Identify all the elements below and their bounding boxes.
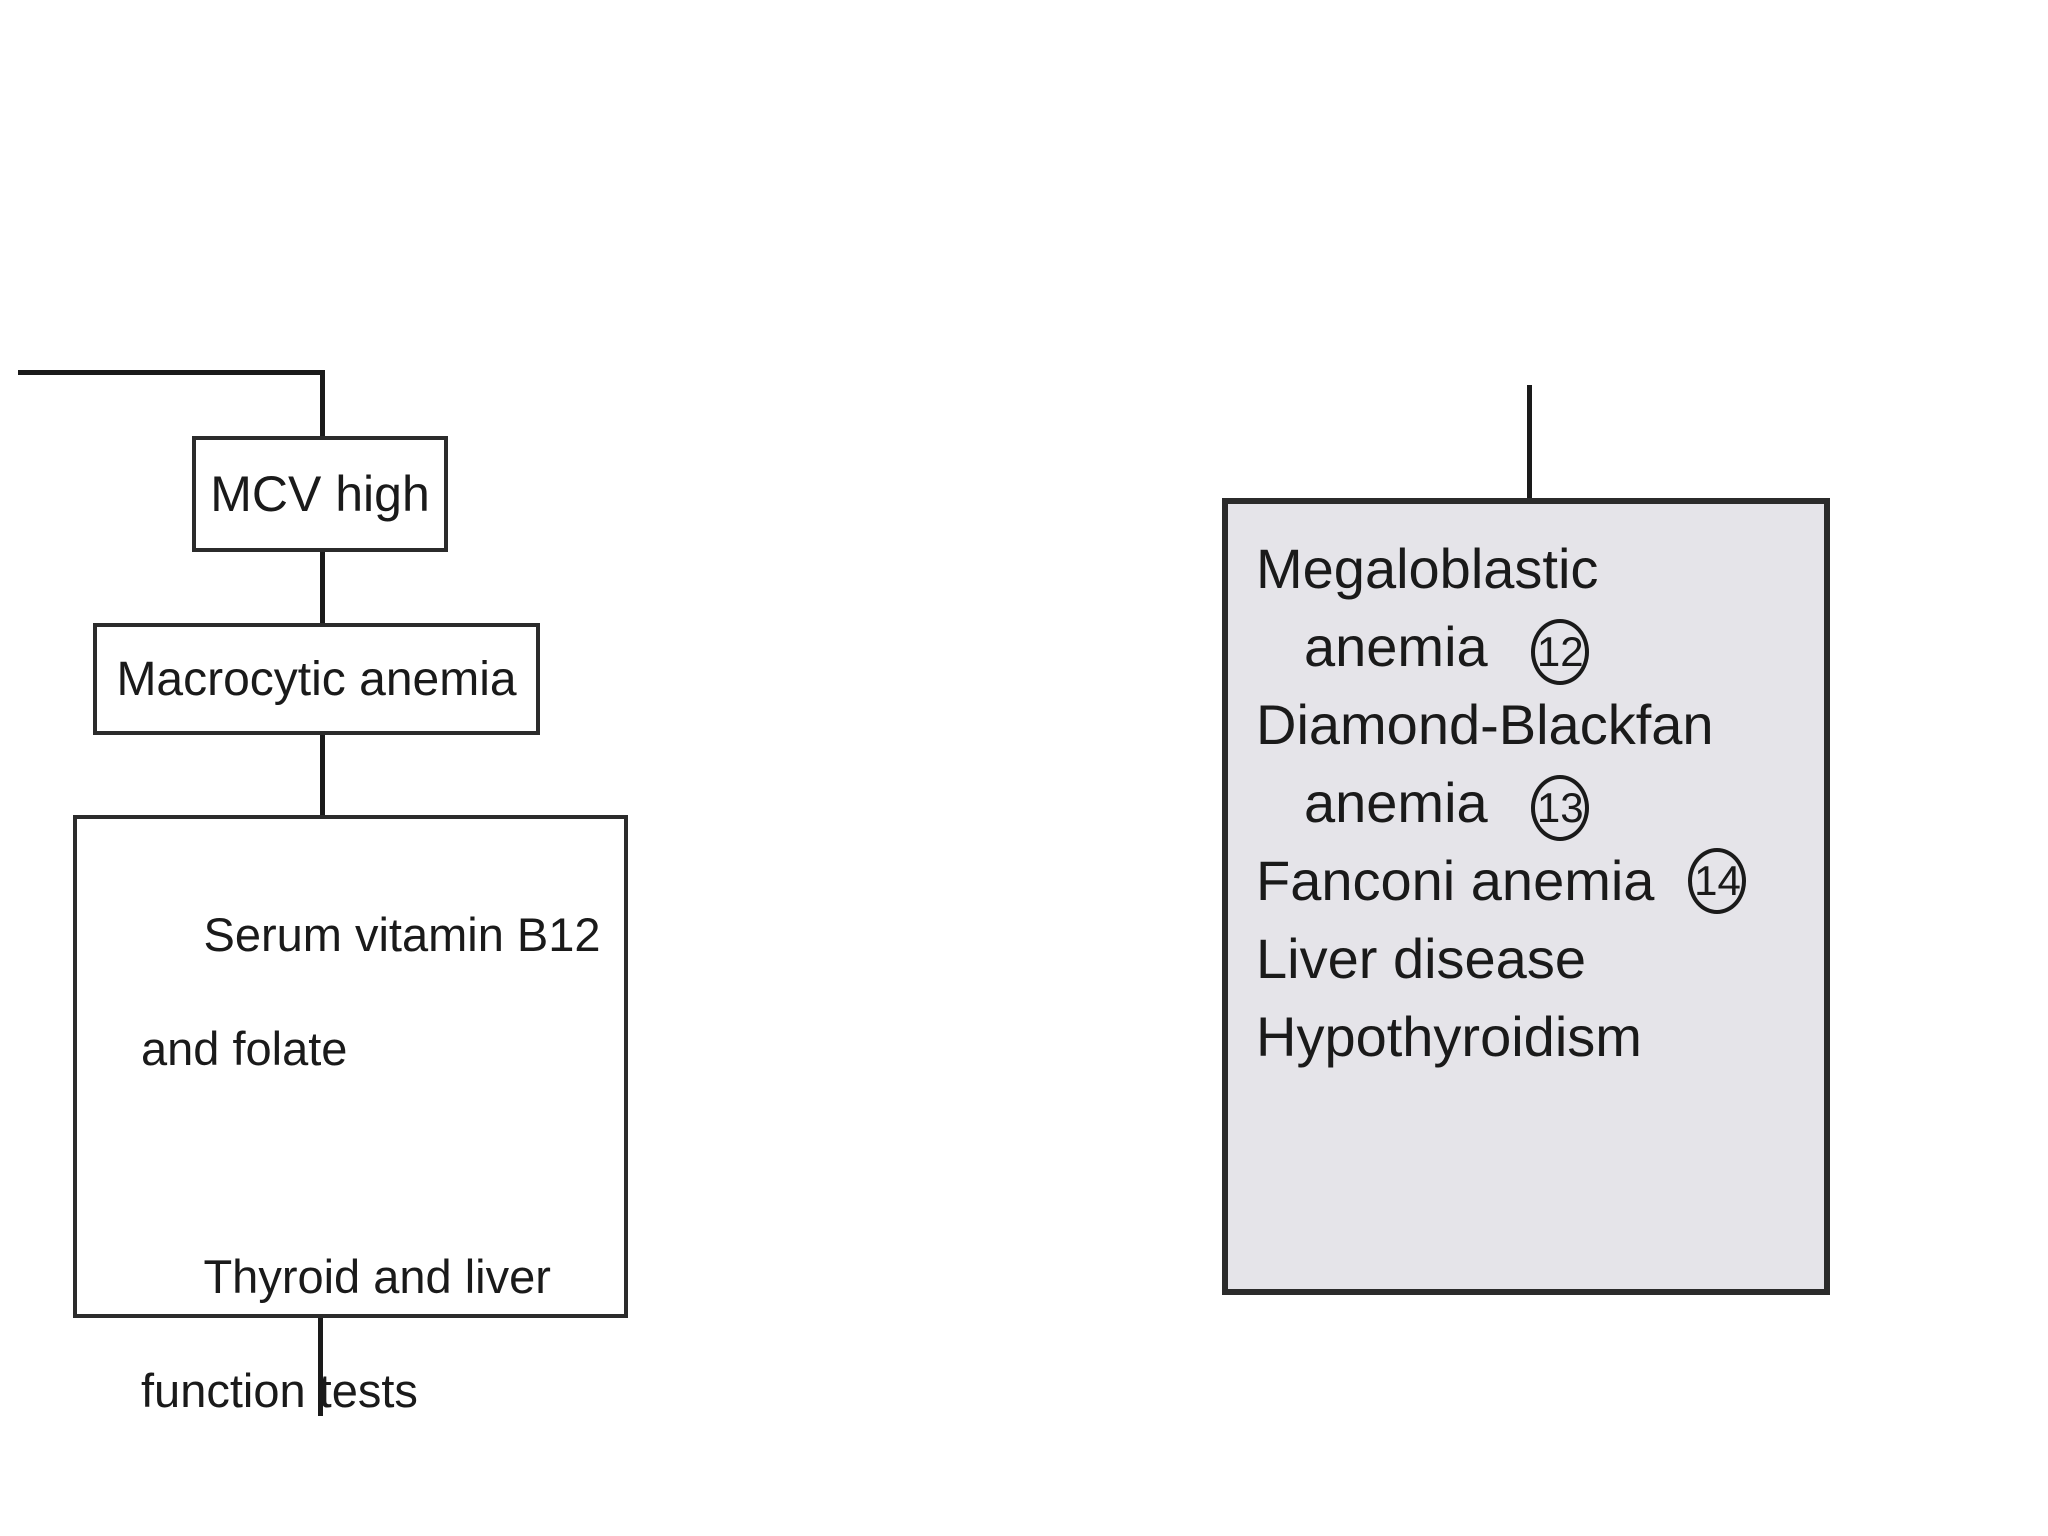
node-mcv-high-label: MCV high bbox=[210, 466, 430, 522]
workup-line-continuation: and folate bbox=[141, 1022, 348, 1075]
dx-label-primary: Megaloblastic bbox=[1256, 537, 1599, 600]
dx-label-primary: Diamond-Blackfan bbox=[1256, 693, 1714, 756]
list-item: Diamond-Blackfan anemia 13 bbox=[1228, 686, 1824, 842]
dx-label-continuation: anemia bbox=[1304, 771, 1488, 834]
connector-macrocytic-to-workup bbox=[320, 732, 325, 819]
dx-label-primary: Fanconi anemia bbox=[1256, 849, 1655, 912]
node-macrocytic-anemia[interactable]: Macrocytic anemia bbox=[93, 623, 540, 735]
dx-continuation-row: anemia 13 bbox=[1256, 764, 1824, 842]
connector-differential-incoming bbox=[1527, 385, 1532, 501]
reference-marker-icon[interactable]: 13 bbox=[1531, 775, 1590, 841]
dx-continuation-row: anemia 12 bbox=[1256, 608, 1824, 686]
list-item: Hypothyroidism bbox=[1228, 998, 1824, 1076]
workup-line-primary: Serum vitamin B12 bbox=[203, 908, 601, 961]
dx-label-continuation: anemia bbox=[1304, 615, 1488, 678]
workup-line-primary: Thyroid and liver bbox=[203, 1250, 551, 1303]
connector-incoming-horizontal bbox=[18, 370, 325, 375]
list-item: Megaloblastic anemia 12 bbox=[1228, 530, 1824, 686]
differential-list: Megaloblastic anemia 12 Diamond-Blackfan… bbox=[1228, 530, 1824, 1076]
workup-line-continuation: function tests bbox=[141, 1364, 418, 1417]
node-workup-investigations[interactable]: Serum vitamin B12 and folate Thyroid and… bbox=[73, 815, 628, 1417]
list-item: Fanconi anemia 14 bbox=[1228, 842, 1824, 920]
list-item: Thyroid and liver function tests bbox=[77, 1191, 624, 1533]
workup-list: Serum vitamin B12 and folate Thyroid and… bbox=[77, 849, 624, 1536]
connector-workup-outgoing bbox=[318, 1316, 323, 1416]
connector-mcv-to-macrocytic bbox=[320, 549, 325, 627]
dx-label-primary: Hypothyroidism bbox=[1256, 1005, 1642, 1068]
dx-label-primary: Liver disease bbox=[1256, 927, 1586, 990]
reference-marker-icon[interactable]: 12 bbox=[1531, 619, 1590, 685]
reference-marker-icon[interactable]: 14 bbox=[1688, 848, 1747, 914]
node-macrocytic-anemia-label: Macrocytic anemia bbox=[116, 652, 517, 706]
node-differential-diagnosis[interactable]: Megaloblastic anemia 12 Diamond-Blackfan… bbox=[1222, 498, 1830, 1295]
list-item: Serum vitamin B12 and folate bbox=[77, 849, 624, 1191]
node-mcv-high[interactable]: MCV high bbox=[192, 436, 448, 552]
list-item: Liver disease bbox=[1228, 920, 1824, 998]
connector-incoming-vertical bbox=[320, 370, 325, 440]
